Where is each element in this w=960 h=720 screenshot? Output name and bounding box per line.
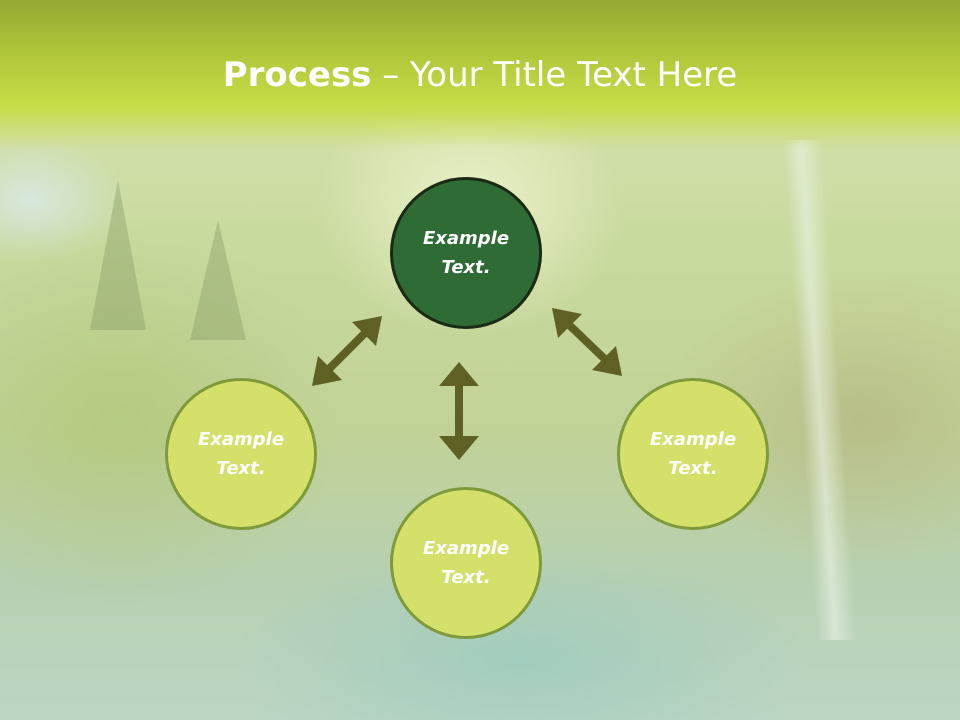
double-arrow-vertical	[439, 362, 479, 460]
node-label: Example Text.	[422, 538, 510, 588]
tree-silhouette	[190, 220, 246, 340]
process-node-right[interactable]: Example Text.	[617, 378, 769, 530]
node-label: Example Text.	[649, 429, 737, 479]
tree-silhouette	[90, 180, 146, 330]
process-node-left[interactable]: Example Text.	[165, 378, 317, 530]
process-node-bottom[interactable]: Example Text.	[390, 487, 542, 639]
title-bold: Process	[222, 55, 372, 95]
header-band	[0, 0, 960, 150]
node-label: Example Text.	[422, 228, 510, 278]
process-node-top[interactable]: Example Text.	[390, 177, 542, 329]
double-arrow-right	[552, 308, 622, 376]
title-rest: – Your Title Text Here	[371, 55, 738, 95]
node-label: Example Text.	[197, 429, 285, 479]
slide-title: Process – Your Title Text Here	[0, 52, 960, 98]
double-arrow-left	[312, 316, 382, 386]
